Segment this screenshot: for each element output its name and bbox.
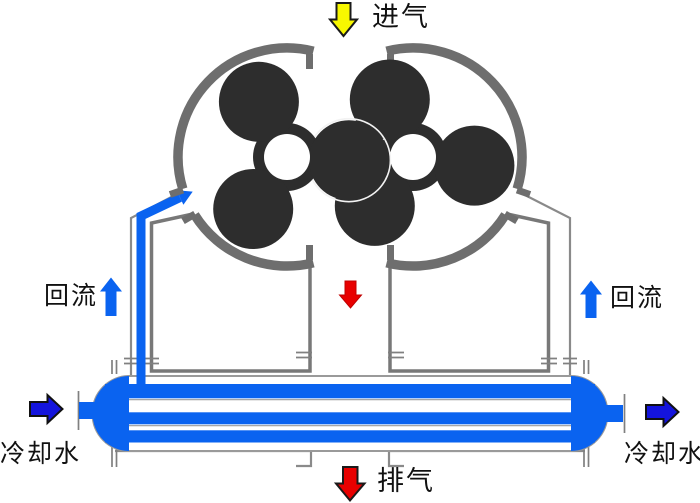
tube-lines	[129, 399, 571, 427]
right-dome	[571, 376, 608, 451]
left-rotor	[213, 61, 389, 249]
cooling-tube	[105, 412, 595, 425]
backflow-right-arrow-icon	[580, 280, 602, 318]
intake-label: 进气	[372, 2, 430, 32]
right-rotor-shaft-hole	[390, 134, 436, 180]
right-chamber	[388, 212, 551, 373]
backflow-left-label: 回流	[44, 282, 99, 310]
casing-arc	[385, 43, 527, 191]
end-domes	[79, 376, 623, 451]
left-chamber	[149, 212, 312, 373]
casing-port-flanges	[168, 54, 532, 260]
exhaust-label: 排气	[377, 466, 435, 496]
casing-arc	[385, 212, 510, 271]
cooling-in-arrow-icon	[29, 392, 64, 426]
cooling-tube	[105, 430, 595, 443]
casing-arc	[173, 43, 315, 191]
cooling-out-label: 冷却水	[624, 440, 700, 468]
cooling-in-label: 冷却水	[0, 440, 82, 468]
internal-discharge-arrow-icon	[338, 280, 363, 309]
cooling-tubes	[105, 384, 595, 443]
backflow-left-arrow-icon	[100, 277, 122, 316]
cooling-out-arrow-icon	[645, 395, 680, 429]
intake-arrow-icon	[327, 2, 360, 38]
backflow-right-label: 回流	[610, 284, 665, 312]
bottom-discharge-duct	[115, 449, 585, 468]
inlet-stub-pipe	[79, 402, 97, 419]
flange-ticks	[77, 351, 626, 467]
outlet-stub-pipe	[604, 405, 623, 422]
cooling-tube	[105, 384, 595, 399]
heat-exchanger	[79, 375, 623, 452]
left-dome	[92, 376, 129, 451]
exhaust-arrow-icon	[333, 466, 367, 503]
right-return-duct	[518, 191, 572, 377]
blower-casing	[168, 43, 532, 271]
left-rotor-shaft-hole	[264, 134, 310, 180]
casing-arc	[190, 212, 315, 271]
